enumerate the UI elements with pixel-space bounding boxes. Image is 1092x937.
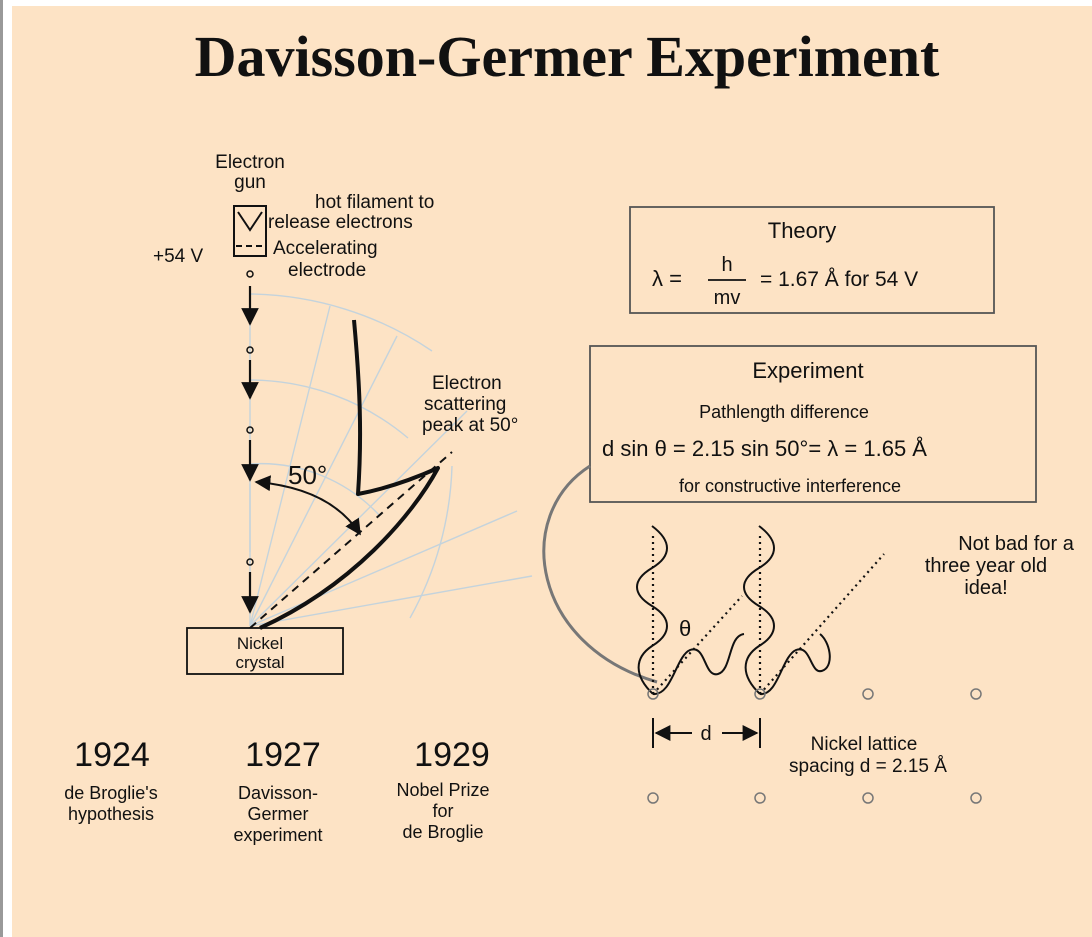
- timeline-caption: de Broglie's: [64, 783, 158, 803]
- nickel-crystal-box: [186, 627, 344, 675]
- gun-label: Electron: [215, 152, 285, 173]
- filament-label: hot filament to: [315, 192, 434, 213]
- electrode-label: Accelerating: [273, 238, 378, 259]
- gun-box: [233, 205, 267, 257]
- lattice-atom: [970, 792, 982, 804]
- numerator: h: [721, 254, 732, 276]
- year-label: 1927: [245, 736, 321, 774]
- electron: [246, 558, 254, 566]
- peak-label-3: peak at 50°: [422, 415, 518, 436]
- theory-result: = 1.67 Å for 54 V: [760, 268, 918, 291]
- scattering-curve: [259, 319, 440, 630]
- lattice-atom: [970, 688, 982, 700]
- electron: [246, 346, 254, 354]
- experiment-equation: d sin θ = 2.15 sin 50°= λ = 1.65 Å: [602, 436, 927, 461]
- filament-icon: [237, 211, 263, 232]
- spacing-d-label: d: [700, 723, 711, 745]
- left-border: [0, 0, 3, 937]
- timeline-caption: Davisson-: [238, 783, 318, 803]
- comment-line-1: Not bad for a: [958, 533, 1075, 555]
- polar-grid: [249, 286, 533, 627]
- electron-beam: [241, 270, 259, 614]
- theta-label: θ: [679, 616, 691, 641]
- year-label: 1924: [74, 736, 150, 774]
- peak-label-2: scattering: [424, 394, 506, 415]
- lattice-atom: [862, 792, 874, 804]
- timeline-caption: Nobel Prize: [396, 780, 489, 800]
- incident-wave: [743, 525, 775, 695]
- comment-line-2: three year old: [925, 555, 1047, 577]
- timeline-caption: Germer: [247, 804, 308, 824]
- peak-direction-line: [249, 451, 453, 629]
- timeline: 1924 de Broglie's hypothesis 1927 Daviss…: [64, 736, 490, 845]
- year-label: 1929: [414, 736, 490, 774]
- crystal-label: Nickel: [237, 634, 283, 653]
- diagram-canvas: Davisson-Germer Experiment Electron gun …: [64, 24, 1075, 845]
- slide: Davisson-Germer Experiment Electron gun …: [12, 6, 1092, 937]
- lattice-caption: Nickel lattice: [811, 734, 918, 755]
- timeline-caption: experiment: [233, 825, 322, 845]
- lattice-atom: [754, 792, 766, 804]
- connector-curve: [542, 464, 658, 684]
- electron: [246, 270, 254, 278]
- angle-label: 50°: [288, 460, 327, 490]
- experiment-heading: Experiment: [752, 358, 863, 383]
- lattice-atom: [647, 688, 659, 700]
- timeline-caption: de Broglie: [402, 822, 483, 842]
- pathlength-label: Pathlength difference: [699, 402, 869, 422]
- gun-label-2: gun: [234, 172, 266, 193]
- experiment-box: Experiment Pathlength difference d sin θ…: [589, 345, 1037, 503]
- electrode-label-2: electrode: [288, 260, 366, 281]
- interference-label: for constructive interference: [679, 476, 901, 496]
- peak-label: Electron: [432, 373, 502, 394]
- crystal-label-2: crystal: [235, 653, 284, 672]
- comment-line-3: idea!: [964, 577, 1007, 599]
- angle-arc: [254, 475, 361, 536]
- lambda-symbol: λ =: [652, 266, 682, 291]
- scattered-wave: [652, 633, 745, 696]
- filament-label-2: release electrons: [268, 212, 413, 233]
- incident-wave: [636, 525, 668, 695]
- electron: [246, 426, 254, 434]
- lattice-atom: [862, 688, 874, 700]
- lattice-atom: [647, 792, 659, 804]
- theory-heading: Theory: [768, 218, 836, 243]
- theory-box: Theory λ = h mv = 1.67 Å for 54 V: [629, 206, 995, 314]
- timeline-caption: hypothesis: [68, 804, 154, 824]
- voltage-label: +54 V: [153, 246, 204, 267]
- timeline-1929: 1929 Nobel Prize for de Broglie: [396, 736, 489, 842]
- page-title: Davisson-Germer Experiment: [195, 24, 940, 89]
- lattice-caption-2: spacing d = 2.15 Å: [789, 756, 947, 777]
- timeline-caption: for: [432, 801, 453, 821]
- lattice-diagram: θ d Nickel lattice spacing d = 2.15 Å No…: [636, 525, 1075, 804]
- electron-gun: Electron gun hot filament to release ele…: [153, 152, 434, 281]
- lattice-atom: [754, 688, 766, 700]
- denominator: mv: [714, 287, 741, 309]
- scattered-wave: [759, 633, 831, 696]
- timeline-1927: 1927 Davisson- Germer experiment: [233, 736, 322, 845]
- timeline-1924: 1924 de Broglie's hypothesis: [64, 736, 158, 824]
